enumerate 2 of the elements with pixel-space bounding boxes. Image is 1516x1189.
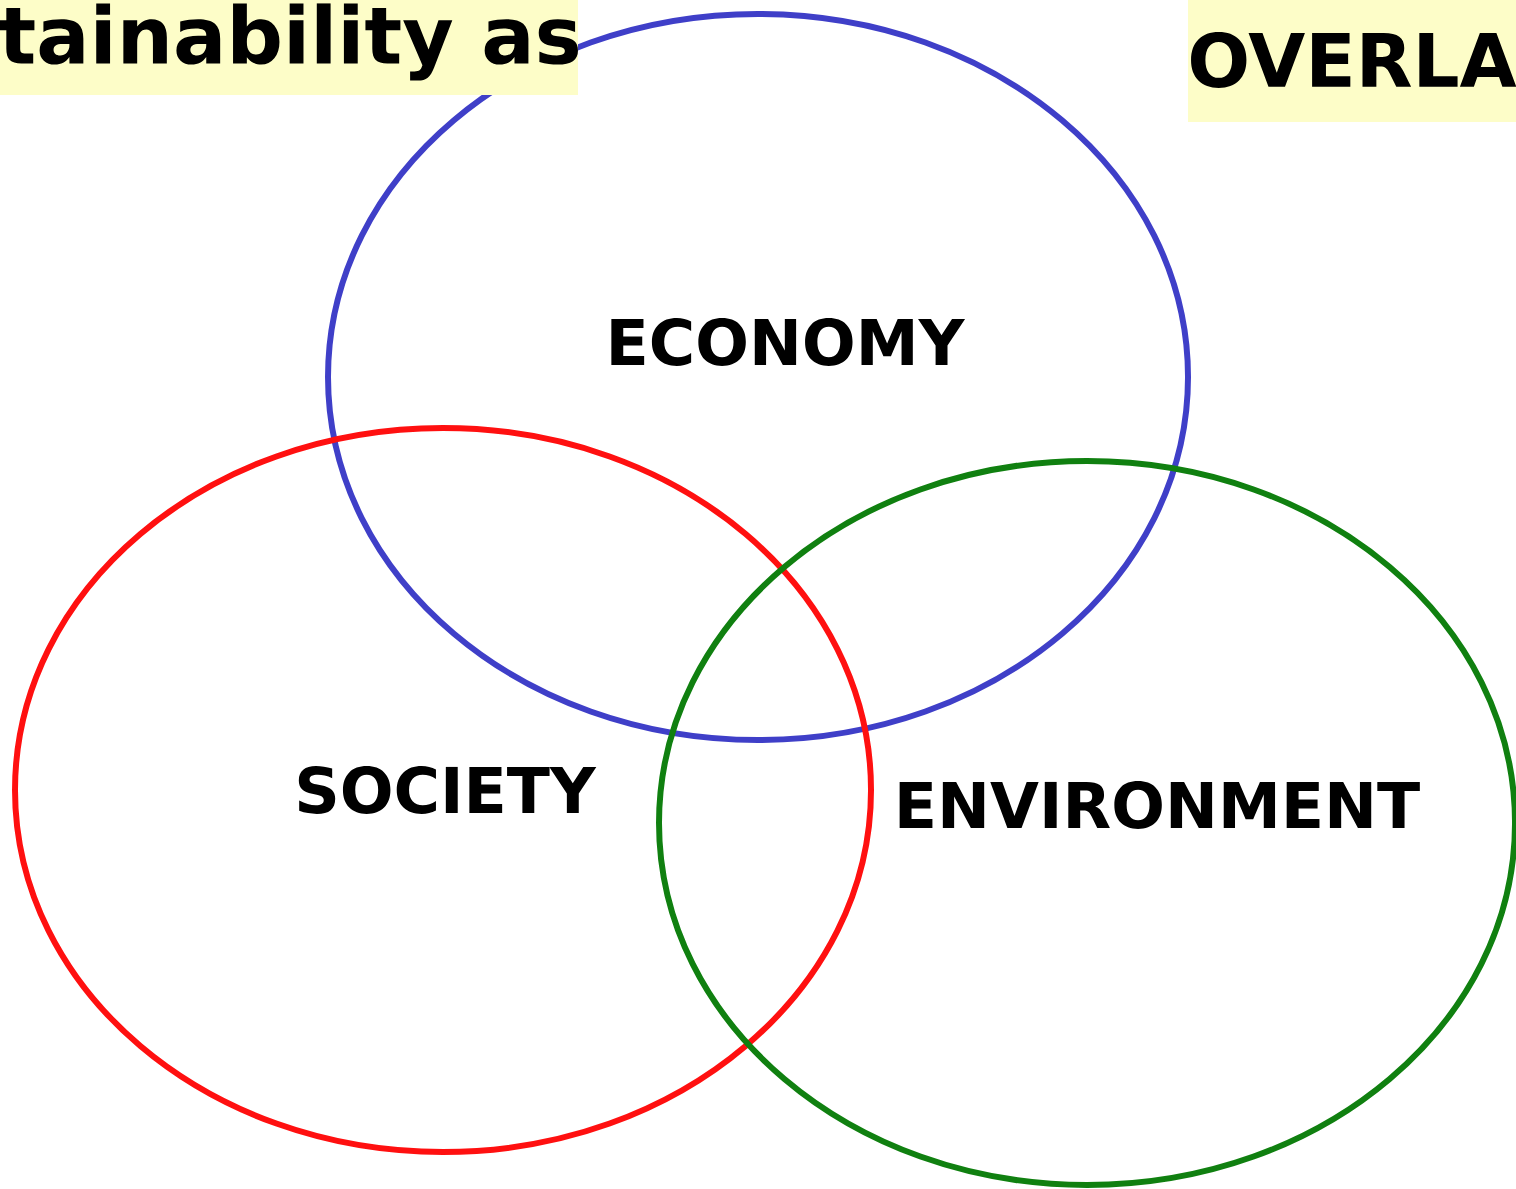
title-band: tainability as (0, 0, 578, 95)
title-band: OVERLA (1188, 0, 1516, 122)
